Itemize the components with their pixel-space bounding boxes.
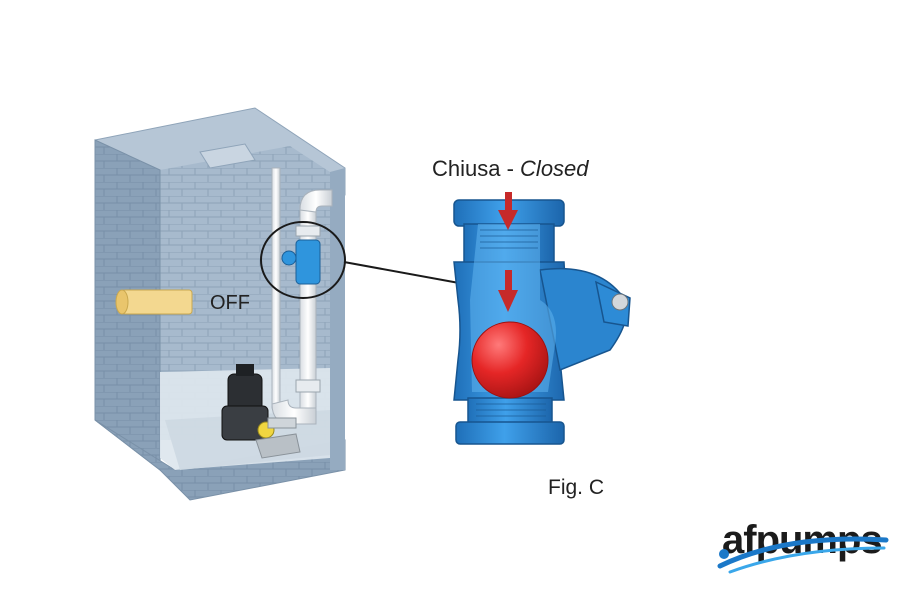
zoom-circle xyxy=(260,221,346,299)
submersible-pump xyxy=(221,364,301,459)
valve-ball xyxy=(471,321,549,399)
chamber-right-wall xyxy=(330,168,345,470)
ball-check-valve-cutaway xyxy=(453,199,631,445)
chamber-back-wall xyxy=(160,146,330,440)
flow-arrow-lower-icon xyxy=(498,270,518,312)
logo-swoosh-icon xyxy=(717,536,889,574)
valve-top-threads xyxy=(480,229,538,249)
valve-state-title-prefix: Chiusa - xyxy=(432,156,521,181)
callout-leader-line xyxy=(343,261,471,286)
valve-bottom-threads xyxy=(476,403,546,417)
valve-bolt-icon xyxy=(611,293,629,311)
small-check-valve xyxy=(281,239,321,285)
figure-label: Fig. C xyxy=(548,476,605,499)
valve-bottom-flange xyxy=(455,421,565,445)
valve-state-title: Chiusa - Closed xyxy=(432,156,589,182)
flow-arrow-upper-icon xyxy=(498,192,518,230)
afpumps-logo: afpumps xyxy=(716,514,892,578)
inlet-pipe xyxy=(115,289,193,315)
valve-state-title-italic: Closed xyxy=(520,156,589,181)
pump-state-label: OFF xyxy=(210,292,250,314)
chamber-hatch xyxy=(199,143,256,169)
